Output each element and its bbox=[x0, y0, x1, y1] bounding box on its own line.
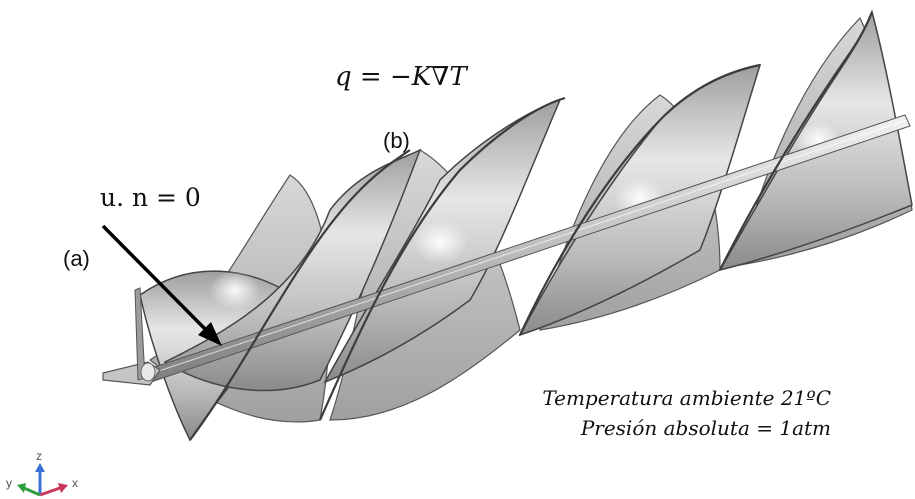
axis-x-label: x bbox=[72, 476, 78, 490]
end-cap bbox=[102, 287, 161, 386]
blade-front-surfaces bbox=[139, 9, 913, 442]
axis-triad bbox=[17, 463, 68, 497]
heat-flux-equation: q = −K∇T bbox=[335, 62, 467, 92]
axis-y-label: y bbox=[6, 476, 12, 490]
ambient-temperature-note: Temperatura ambiente 21ºC bbox=[542, 386, 831, 410]
axis-z-label: z bbox=[36, 449, 42, 463]
boundary-arrow bbox=[101, 224, 222, 346]
normal-velocity-equation: u. n = 0 bbox=[100, 183, 201, 212]
label-a: (a) bbox=[63, 246, 90, 271]
label-b: (b) bbox=[383, 128, 410, 153]
helix-edges bbox=[189, 11, 874, 441]
absolute-pressure-note: Presión absoluta = 1atm bbox=[580, 416, 831, 440]
